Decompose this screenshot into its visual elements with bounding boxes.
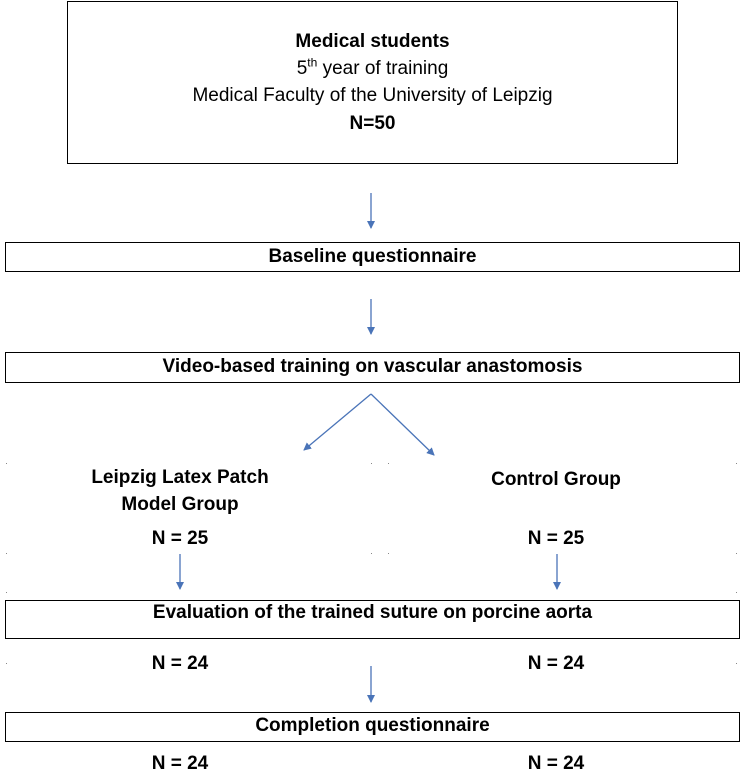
box-evaluation [5, 600, 740, 639]
baseline-questionnaire-label: Baseline questionnaire [268, 246, 477, 267]
evaluation-n-right: N = 24 [527, 653, 585, 674]
grid-dot [6, 663, 7, 664]
arrow-training-to-left-group [303, 393, 372, 451]
year-superscript: th [307, 55, 318, 70]
left-group-n: N = 25 [151, 528, 209, 549]
grid-dot [388, 553, 389, 554]
left-group-line1: Leipzig Latex Patch [91, 467, 269, 488]
faculty-text: Medical Faculty of the University of Lei… [192, 85, 553, 106]
right-group-line1: Control Group [491, 469, 621, 490]
video-training-label: Video-based training on vascular anastom… [162, 356, 583, 377]
completion-questionnaire-label: Completion questionnaire [255, 715, 490, 736]
grid-dot [736, 553, 737, 554]
evaluation-label: Evaluation of the trained suture on porc… [152, 602, 593, 623]
completion-n-right: N = 24 [527, 753, 585, 774]
grid-dot [371, 463, 372, 464]
grid-dot [371, 553, 372, 554]
box-completion-questionnaire [5, 712, 740, 742]
year-number: 5 [296, 58, 308, 79]
grid-dot [736, 463, 737, 464]
box-video-training [5, 352, 740, 383]
grid-dot [6, 592, 7, 593]
grid-dot [736, 663, 737, 664]
right-group-n: N = 25 [527, 528, 585, 549]
grid-dot [6, 553, 7, 554]
year-of-training: 5th year of training [67, 57, 678, 81]
grid-dot [736, 592, 737, 593]
grid-dot [6, 463, 7, 464]
medical-students-title: Medical students [295, 31, 450, 52]
completion-n-left: N = 24 [151, 753, 209, 774]
box-medical-students [67, 1, 678, 164]
box-baseline-questionnaire [5, 242, 740, 272]
top-n: N=50 [349, 113, 396, 134]
grid-dot [388, 463, 389, 464]
evaluation-n-left: N = 24 [151, 653, 209, 674]
arrow-training-to-right-group [370, 393, 435, 456]
year-label: year of training [317, 58, 449, 79]
left-group-line2: Model Group [121, 494, 239, 515]
